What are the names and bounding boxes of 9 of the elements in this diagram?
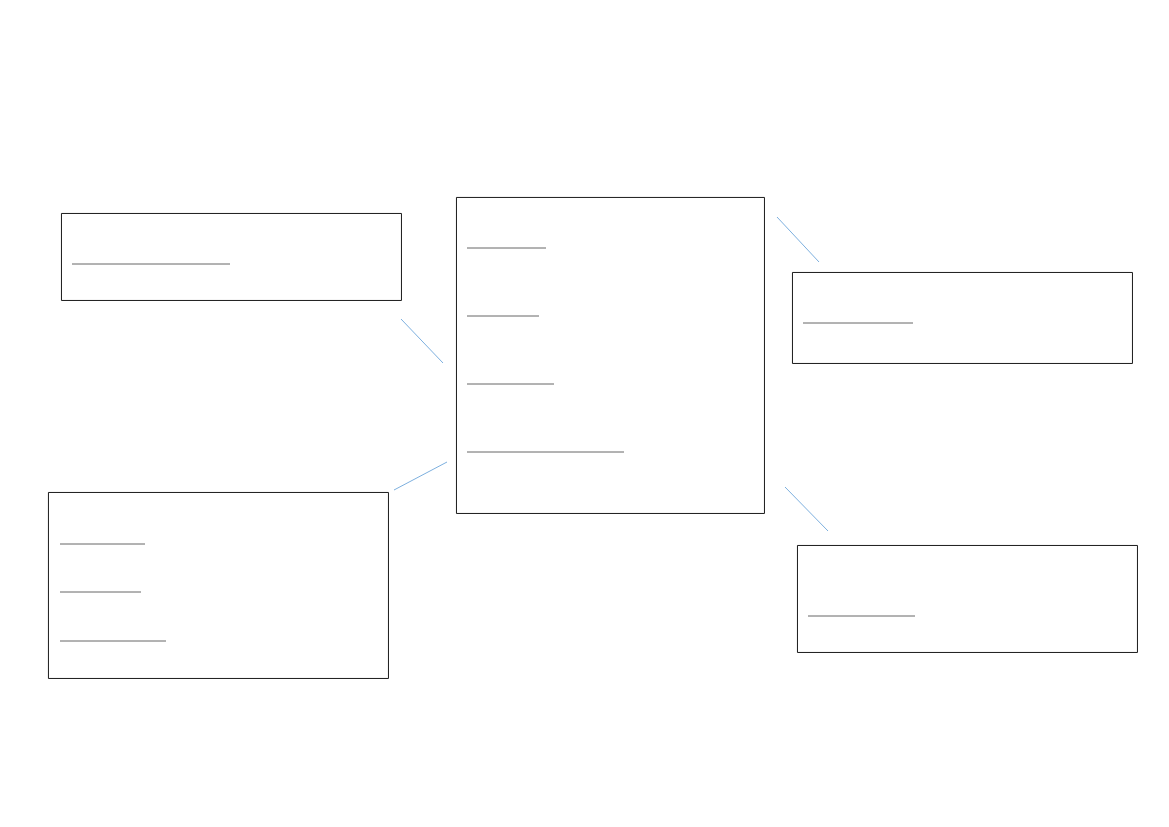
empty-box [797, 545, 1138, 653]
empty-box [61, 213, 402, 301]
empty-box [48, 492, 389, 679]
empty-box [456, 197, 765, 514]
connector-line [784, 486, 829, 532]
empty-box [792, 272, 1133, 364]
connector-line [393, 461, 448, 491]
connector-line [400, 318, 444, 364]
connector-line [776, 216, 820, 263]
